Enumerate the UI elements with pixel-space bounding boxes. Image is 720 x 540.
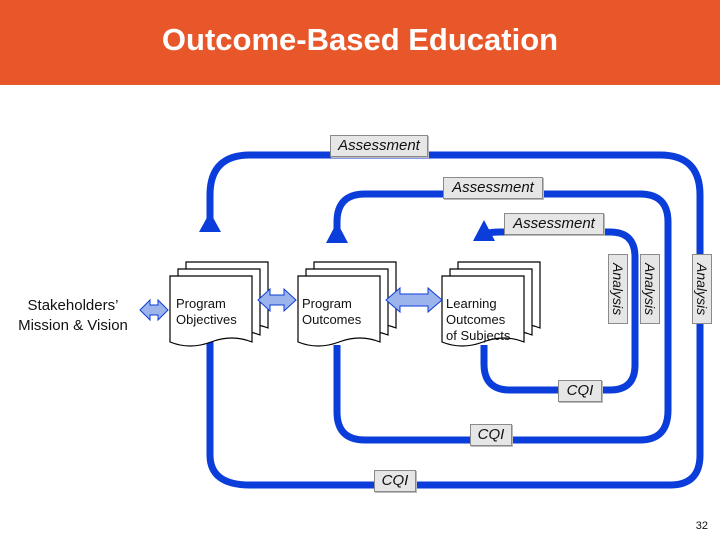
doc-outcomes-line-2: Outcomes bbox=[302, 312, 362, 327]
stakeholders-label: Stakeholders’ Mission & Vision bbox=[8, 296, 138, 336]
doc-text-outcomes: Program Outcomes bbox=[302, 296, 361, 328]
doc-text-learning: Learning Outcomes of Subjects bbox=[446, 296, 510, 344]
cqi-label-outer: CQI bbox=[374, 470, 416, 492]
assessment-label-inner: Assessment bbox=[504, 213, 604, 235]
arrow-objectives-outcomes bbox=[257, 287, 297, 313]
outer-loop bbox=[206, 151, 704, 489]
analysis-label-middle: Analysis bbox=[640, 254, 660, 324]
doc-outcomes-line-1: Program bbox=[302, 296, 352, 311]
cqi-label-inner: CQI bbox=[558, 380, 602, 402]
page-number: 32 bbox=[695, 520, 708, 532]
doc-learning-line-2: Outcomes bbox=[446, 312, 506, 327]
inner-arrow-head bbox=[473, 220, 495, 241]
assessment-label-outer: Assessment bbox=[330, 135, 428, 157]
middle-loop bbox=[333, 190, 672, 444]
assessment-label-middle: Assessment bbox=[443, 177, 543, 199]
doc-objectives-line-1: Program bbox=[176, 296, 226, 311]
analysis-label-inner: Analysis bbox=[608, 254, 628, 324]
doc-objectives-line-2: Objectives bbox=[176, 312, 237, 327]
outer-arrow-head bbox=[199, 212, 221, 232]
stakeholders-line-2: Mission & Vision bbox=[18, 317, 128, 334]
title-banner: Outcome-Based Education bbox=[0, 0, 720, 85]
analysis-label-outer: Analysis bbox=[692, 254, 712, 324]
doc-text-objectives: Program Objectives bbox=[176, 296, 237, 328]
arrow-stakeholders-objectives bbox=[139, 298, 169, 322]
page-title: Outcome-Based Education bbox=[161, 22, 559, 57]
arrow-outcomes-learning bbox=[385, 286, 443, 314]
doc-learning-line-1: Learning bbox=[446, 296, 497, 311]
doc-learning-line-3: of Subjects bbox=[446, 328, 511, 343]
inner-loop bbox=[480, 228, 639, 394]
middle-arrow-head bbox=[326, 222, 348, 243]
cqi-label-middle: CQI bbox=[470, 424, 512, 446]
stakeholders-line-1: Stakeholders’ bbox=[27, 297, 119, 314]
